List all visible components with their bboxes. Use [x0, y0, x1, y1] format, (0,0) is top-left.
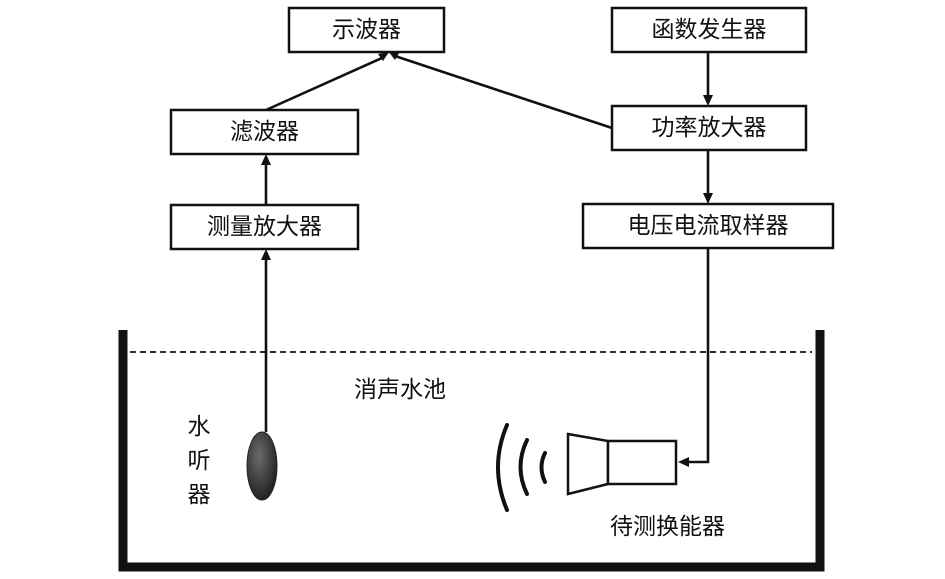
measuring-amplifier-label: 测量放大器 — [207, 214, 322, 240]
tank-walls — [118, 330, 825, 572]
function-generator-box: 函数发生器 — [610, 6, 808, 54]
filter-label: 滤波器 — [230, 119, 299, 145]
transducer-horn — [566, 432, 610, 496]
oscilloscope-box: 示波器 — [287, 6, 446, 54]
arrowhead-oscilloscope-left — [378, 52, 389, 61]
transducer-body — [606, 439, 678, 486]
hydrophone-label-char-1: 水 — [188, 414, 211, 440]
arrowhead-transducer — [678, 457, 689, 467]
filter-box: 滤波器 — [169, 108, 360, 156]
arrowhead-power-amp — [703, 95, 713, 106]
arrowhead-measuring-amp — [261, 249, 271, 260]
transducer-label: 待测换能器 — [610, 514, 725, 540]
hydrophone-body — [246, 431, 278, 501]
anechoic-tank: 消声水池 — [118, 330, 825, 572]
sampler-to-transducer-line — [686, 248, 710, 464]
vi-sampler-label: 电压电流取样器 — [628, 213, 789, 239]
hydrophone-label-char-2: 听 — [188, 448, 211, 474]
transducer-under-test: 待测换能器 — [496, 423, 725, 540]
tank-label: 消声水池 — [354, 377, 446, 403]
oscilloscope-label: 示波器 — [332, 17, 401, 43]
vi-sampler-box: 电压电流取样器 — [581, 202, 835, 250]
power-amplifier-label: 功率放大器 — [652, 115, 767, 141]
connectors — [264, 52, 710, 464]
hydrophone: 水 听 器 — [188, 414, 278, 508]
filter-to-oscilloscope-line — [265, 55, 385, 112]
arrowheads — [261, 52, 713, 467]
hydrophone-label-char-3: 器 — [188, 482, 211, 508]
sound-wave-outer — [496, 423, 509, 512]
function-generator-label: 函数发生器 — [652, 17, 767, 43]
sound-waves-icon — [496, 423, 547, 512]
arrowhead-oscilloscope-right — [389, 52, 399, 60]
power-amp-to-oscilloscope-line — [391, 53, 613, 130]
sound-wave-middle — [518, 438, 529, 496]
power-amplifier-box: 功率放大器 — [610, 104, 808, 152]
arrowhead-sampler — [703, 193, 713, 204]
measuring-amplifier-box: 测量放大器 — [169, 203, 360, 251]
sound-wave-inner — [539, 451, 547, 484]
arrowhead-filter — [261, 154, 271, 165]
